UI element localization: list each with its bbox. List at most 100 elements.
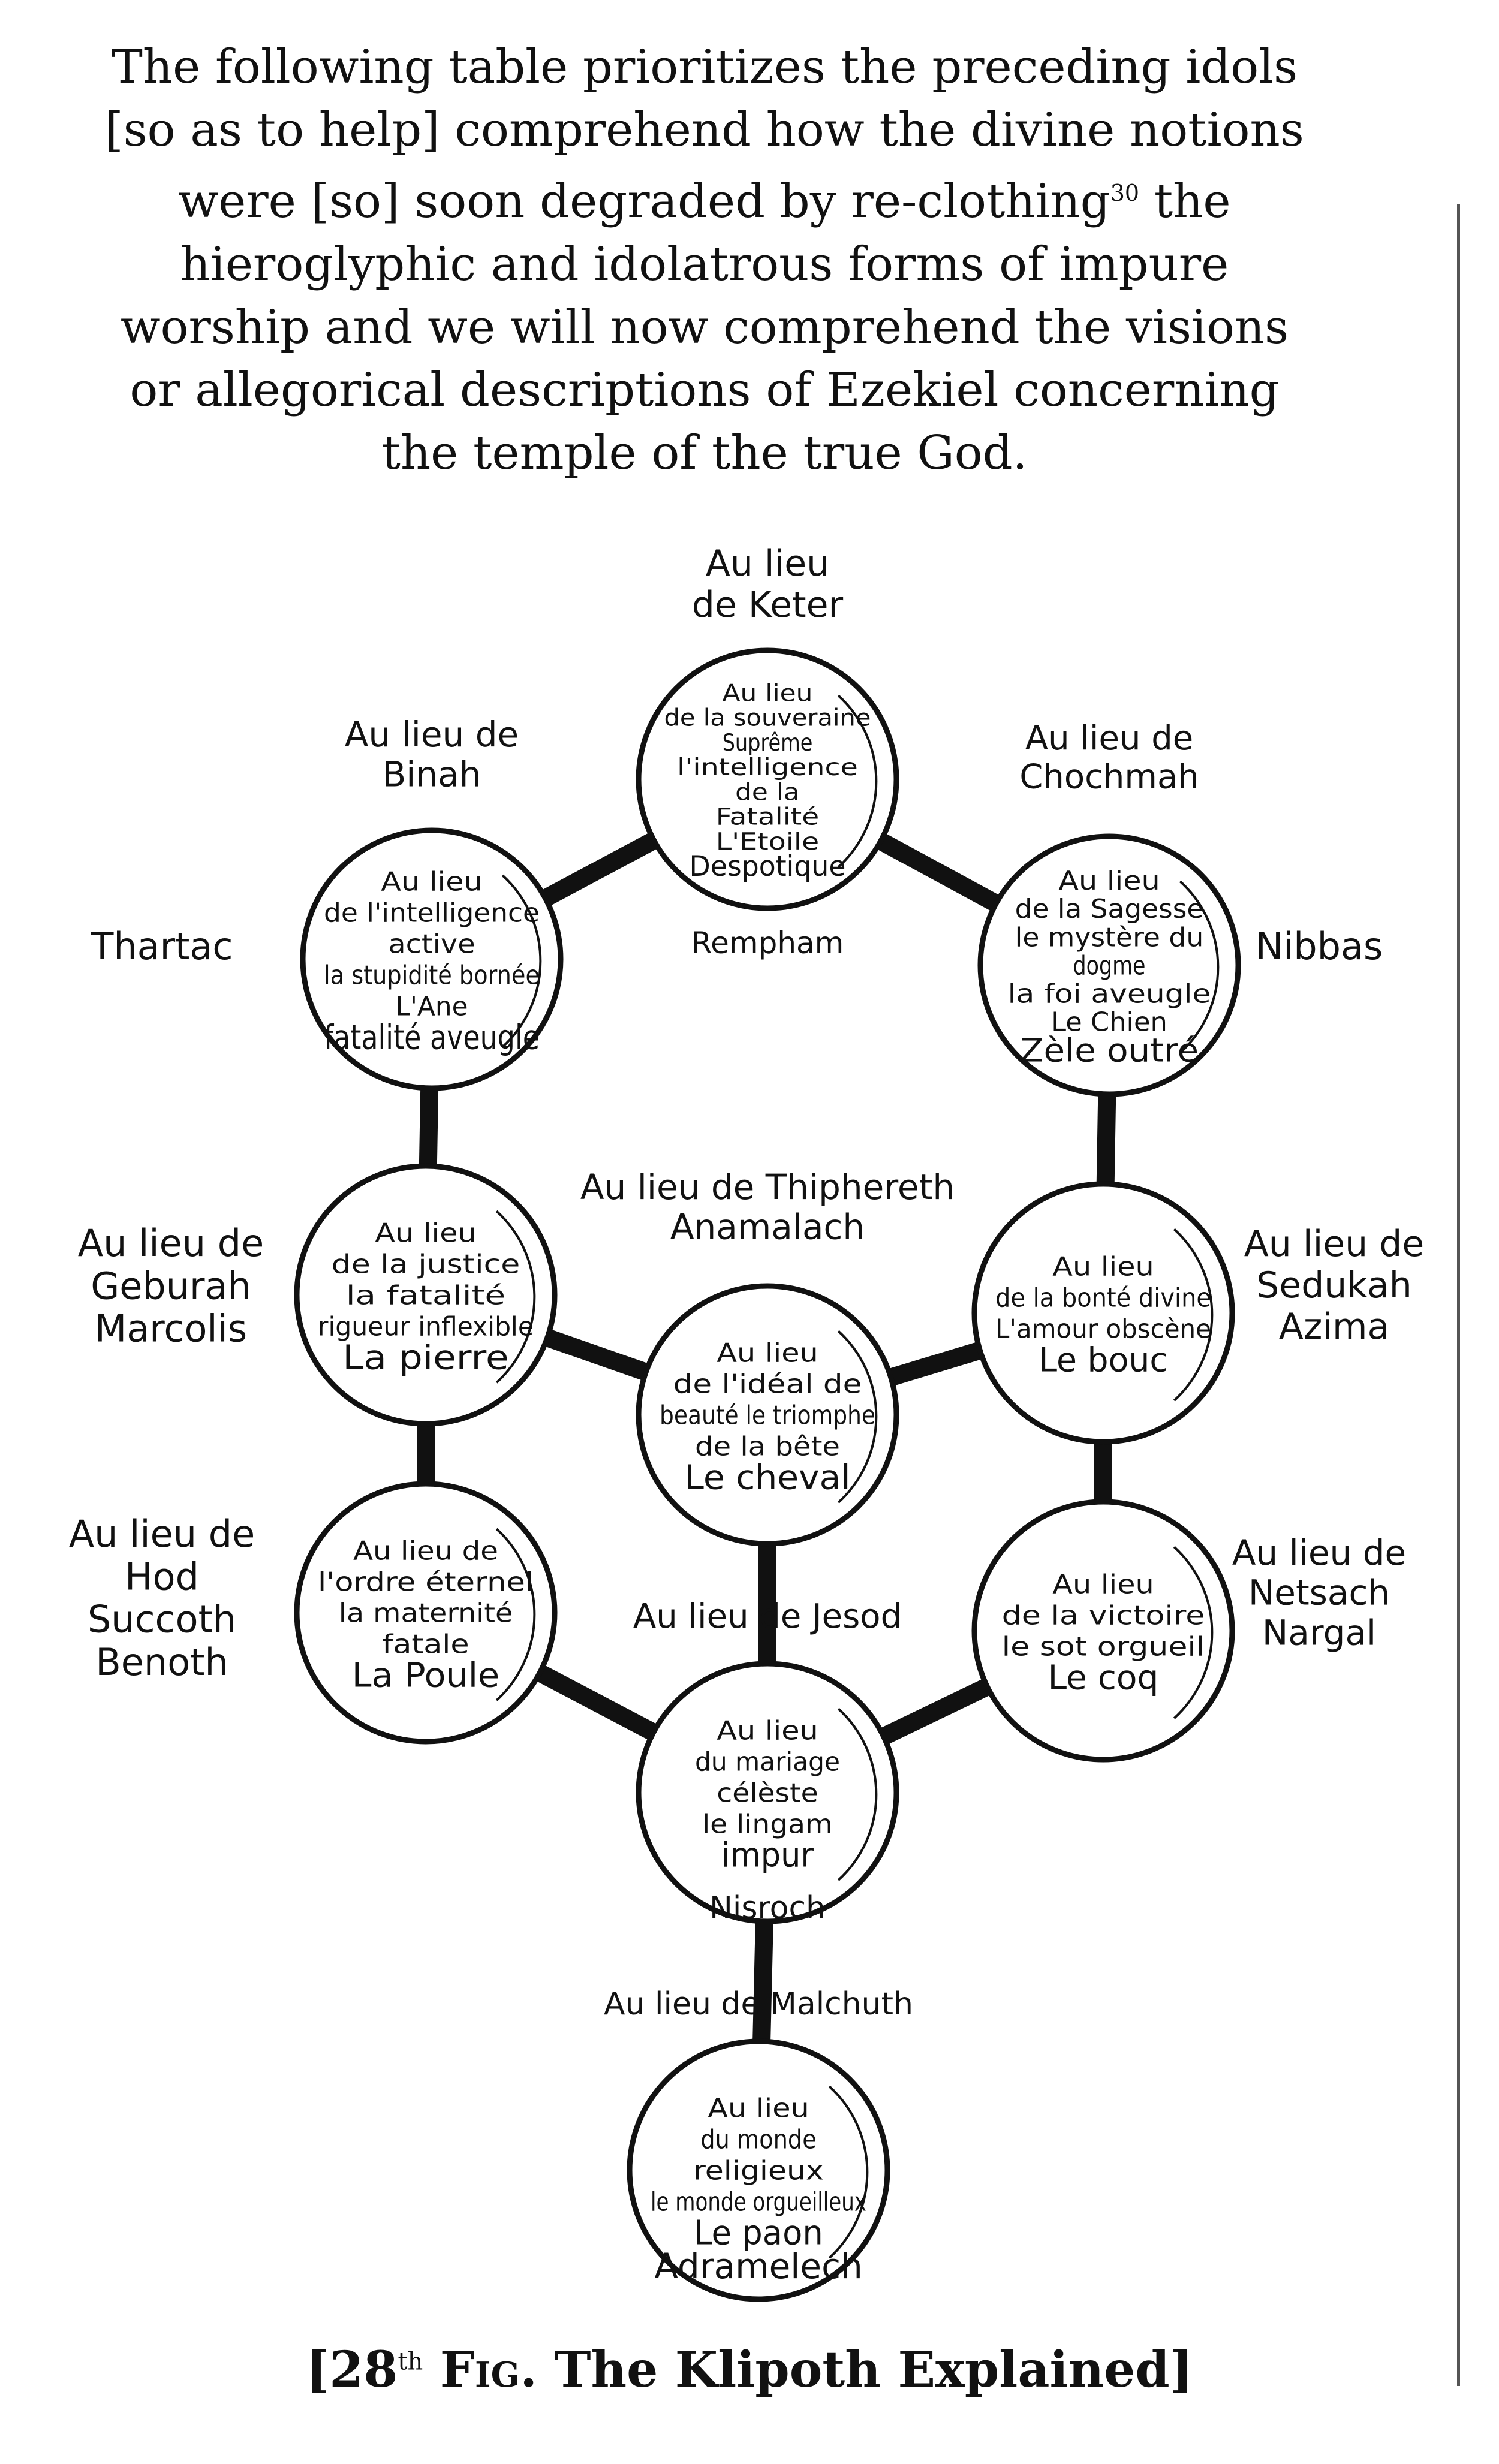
node-binah-line-1: de l'intelligence bbox=[324, 897, 540, 928]
label-hod-0: Au lieu de bbox=[69, 1512, 255, 1556]
node-kether-line-6: L'Etoile bbox=[716, 829, 819, 856]
node-circle-jesod bbox=[636, 1661, 899, 1924]
node-chesed-line-0: Au lieu bbox=[1052, 1251, 1154, 1282]
node-malkuth-line-0: Au lieu bbox=[708, 2093, 809, 2123]
node-malkuth-line-2: religieux bbox=[693, 2155, 824, 2186]
node-binah-line-3: la stupidité bornée bbox=[324, 960, 540, 990]
node-geburah-line-0: Au lieu bbox=[375, 1218, 476, 1248]
node-hod-line-0: Au lieu de bbox=[353, 1535, 498, 1566]
below-label-kether: Rempham bbox=[691, 926, 844, 960]
node-tiphereth-line-1: de l'idéal de bbox=[673, 1369, 862, 1399]
label-tiphereth-1: Anamalach bbox=[670, 1207, 865, 1248]
label-hod-1: Hod bbox=[125, 1555, 199, 1598]
node-circle-geburah bbox=[294, 1163, 558, 1427]
caption-title: The Klipoth Explained] bbox=[554, 2341, 1193, 2399]
label-chesed-0: Au lieu de bbox=[1244, 1223, 1425, 1265]
label-geburah-1: Geburah bbox=[91, 1264, 251, 1308]
node-jesod-line-4: impur bbox=[721, 1836, 814, 1875]
node-malkuth-line-3: le monde orgueilleux bbox=[651, 2186, 866, 2217]
node-circle-chochmah bbox=[977, 833, 1241, 1097]
side-label-chochmah: Nibbas bbox=[1256, 924, 1383, 968]
label-geburah-0: Au lieu de bbox=[78, 1221, 264, 1265]
footnote-ref: 30 bbox=[1110, 180, 1140, 206]
node-kether-line-2: Suprême bbox=[723, 730, 813, 757]
node-chesed-line-2: L'amour obscène bbox=[995, 1314, 1211, 1344]
label-binah-1: Binah bbox=[383, 754, 481, 795]
node-jesod-line-2: célèste bbox=[717, 1778, 818, 1808]
node-kether-line-5: Fatalité bbox=[716, 804, 819, 831]
label-netsah-2: Nargal bbox=[1262, 1612, 1376, 1653]
caption-fig-word: Fig. bbox=[440, 2341, 537, 2399]
caption-open-bracket: [ bbox=[306, 2341, 330, 2399]
node-hod-line-4: La Poule bbox=[352, 1656, 499, 1695]
node-shading-netsah bbox=[1173, 1546, 1214, 1719]
node-chochmah-line-2: le mystère du bbox=[1015, 922, 1204, 953]
node-malkuth-line-1: du monde bbox=[700, 2124, 817, 2155]
label-chesed-2: Azima bbox=[1279, 1306, 1389, 1348]
node-geburah-line-1: de la justice bbox=[332, 1249, 520, 1279]
node-hod-line-3: fatale bbox=[382, 1629, 469, 1659]
node-binah-line-2: active bbox=[388, 929, 475, 959]
right-margin-rule bbox=[1457, 204, 1460, 2386]
node-chochmah-line-6: Zèle outré bbox=[1020, 1031, 1199, 1069]
node-circle-netsah bbox=[971, 1499, 1235, 1763]
node-kether-line-0: Au lieu bbox=[723, 680, 813, 707]
label-malkuth-0: Au lieu de Malchuth bbox=[604, 1986, 913, 2022]
node-circle-malkuth bbox=[627, 2038, 890, 2302]
node-kether-line-1: de la souveraine bbox=[664, 705, 871, 732]
node-jesod-line-3: le lingam bbox=[702, 1809, 833, 1839]
label-chochmah-1: Chochmah bbox=[1019, 757, 1199, 796]
below-label-malkuth: Adramelech bbox=[654, 2246, 863, 2287]
node-jesod-line-1: du mariage bbox=[695, 1746, 840, 1777]
intro-text-start: The following table prioritizes the prec… bbox=[105, 40, 1304, 228]
node-chochmah-line-1: de la Sagesse bbox=[1015, 894, 1204, 924]
node-circle-tiphereth bbox=[636, 1283, 899, 1547]
node-circle-hod bbox=[294, 1481, 558, 1745]
node-kether-line-3: l'intelligence bbox=[677, 754, 858, 781]
label-kether-1: de Keter bbox=[692, 584, 844, 626]
label-geburah-2: Marcolis bbox=[95, 1307, 247, 1351]
node-shading-malkuth bbox=[828, 2085, 869, 2259]
node-tiphereth-line-0: Au lieu bbox=[717, 1338, 818, 1368]
node-chochmah-line-5: Le Chien bbox=[1051, 1007, 1167, 1038]
node-netsah-line-0: Au lieu bbox=[1052, 1569, 1154, 1600]
node-shading-binah bbox=[501, 874, 542, 1048]
node-chesed-line-1: de la bonté divine bbox=[995, 1282, 1211, 1313]
label-netsah-0: Au lieu de bbox=[1232, 1532, 1406, 1573]
node-binah-line-4: L'Ane bbox=[396, 991, 468, 1022]
label-tiphereth-0: Au lieu de Thiphereth bbox=[580, 1167, 955, 1207]
node-geburah-line-2: la fatalité bbox=[346, 1280, 505, 1311]
node-chochmah-line-4: la foi aveugle bbox=[1008, 979, 1211, 1010]
node-netsah-line-1: de la victoire bbox=[1002, 1600, 1205, 1631]
node-hod-line-1: l'ordre éternel bbox=[318, 1567, 534, 1597]
node-malkuth-line-4: Le paon bbox=[694, 2214, 823, 2253]
label-hod-3: Benoth bbox=[95, 1640, 228, 1684]
node-netsah-line-2: le sot orgueil bbox=[1002, 1631, 1205, 1662]
label-binah-0: Au lieu de bbox=[345, 714, 519, 755]
intro-text-end: the hieroglyphic and idolatrous forms of… bbox=[120, 174, 1289, 480]
node-chochmah-line-3: dogme bbox=[1073, 950, 1146, 981]
node-netsah-line-3: Le coq bbox=[1048, 1659, 1159, 1698]
node-tiphereth-line-2: beauté le triomphe bbox=[660, 1400, 875, 1430]
node-shading-kether bbox=[837, 694, 878, 868]
node-hod-line-2: la maternité bbox=[339, 1598, 513, 1628]
node-circle-kether bbox=[636, 647, 899, 911]
node-shading-chesed bbox=[1173, 1228, 1214, 1402]
below-label-jesod: Nisroch bbox=[709, 1890, 826, 1926]
side-label-binah: Thartac bbox=[90, 924, 233, 968]
label-chochmah-0: Au lieu de bbox=[1025, 719, 1193, 758]
node-tiphereth-line-3: de la bête bbox=[695, 1431, 840, 1462]
node-binah-line-5: fatalité aveugle bbox=[324, 1019, 540, 1058]
figure-caption: [28th Fig. The Klipoth Explained] bbox=[0, 2341, 1499, 2399]
